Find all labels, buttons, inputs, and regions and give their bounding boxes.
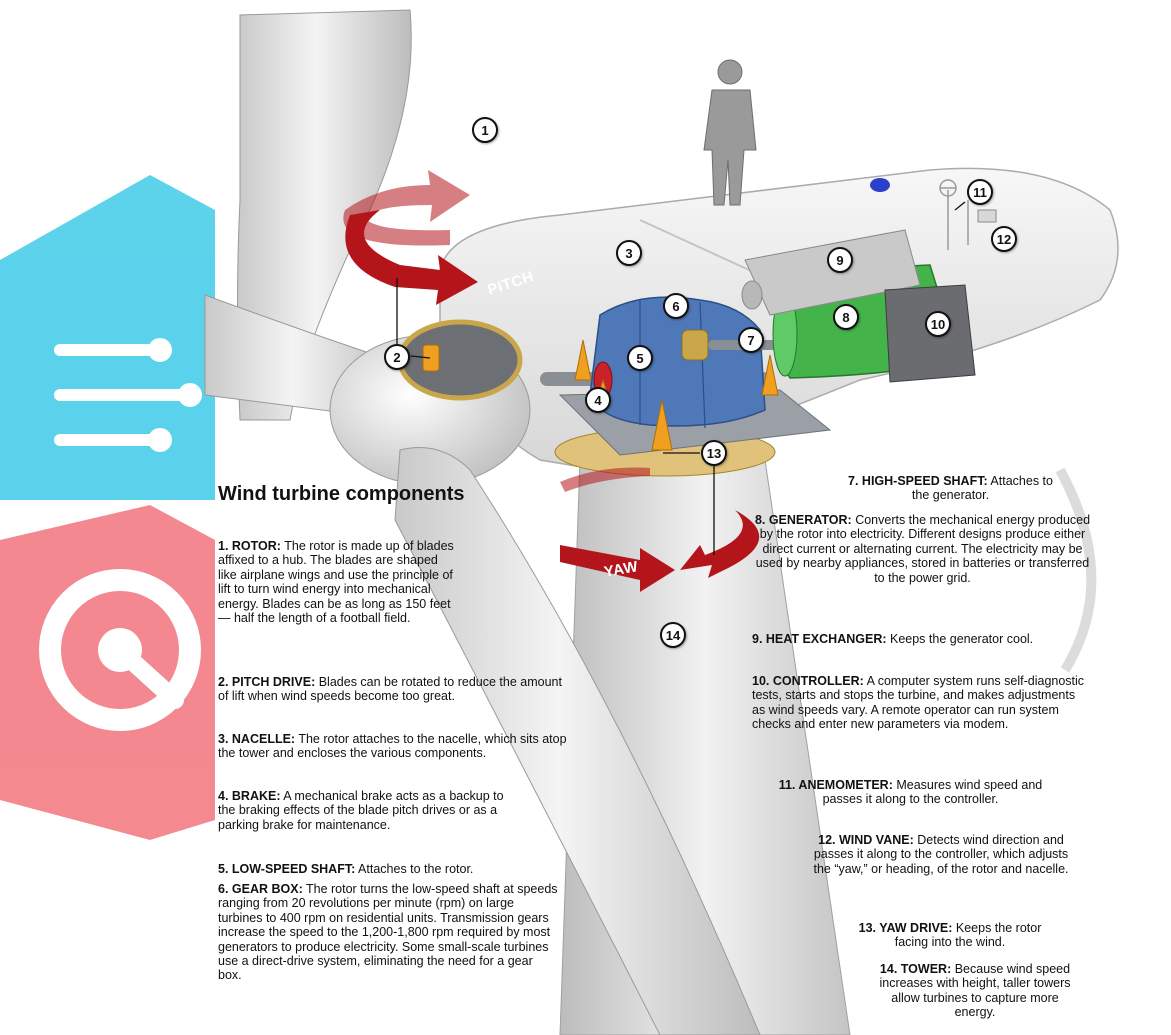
callout-8: 8 (833, 304, 859, 330)
component-description-11: 11. ANEMOMETER: Measures wind speed and … (778, 778, 1043, 807)
callout-4: 4 (585, 387, 611, 413)
diagram-title: Wind turbine components (218, 483, 465, 505)
component-text: Measures wind speed and passes it along … (822, 778, 1043, 807)
beacon-light-icon (870, 178, 890, 192)
component-name: 4. BRAKE: (218, 789, 281, 803)
component-description-8: 8. GENERATOR: Converts the mechanical en… (750, 513, 1095, 585)
lower-blade (394, 447, 761, 1035)
component-text: The rotor attaches to the nacelle, which… (218, 732, 567, 761)
component-text: The rotor is made up of blades affixed t… (218, 539, 454, 626)
callout-13: 13 (701, 440, 727, 466)
heat-exchanger (741, 229, 921, 316)
component-name: 11. ANEMOMETER: (778, 778, 893, 792)
callout-1: 1 (472, 117, 498, 143)
callout-5: 5 (627, 345, 653, 371)
leader-lines (396, 201, 966, 555)
component-name: 14. TOWER: (879, 962, 952, 976)
callout-3: 3 (616, 240, 642, 266)
component-text: Blades can be rotated to reduce the amou… (218, 675, 562, 704)
component-description-5: 5. LOW-SPEED SHAFT: Attaches to the roto… (218, 862, 578, 876)
component-description-13: 13. YAW DRIVE: Keeps the rotor facing in… (850, 921, 1050, 950)
component-text: Keeps the rotor facing into the wind. (894, 921, 1042, 950)
callout-12: 12 (991, 226, 1017, 252)
component-name: 9. HEAT EXCHANGER: (752, 632, 887, 646)
component-description-9: 9. HEAT EXCHANGER: Keeps the generator c… (752, 632, 1082, 646)
component-description-4: 4. BRAKE: A mechanical brake acts as a b… (218, 789, 518, 832)
component-text: Detects wind direction and passes it alo… (813, 833, 1069, 876)
component-name: 12. WIND VANE: (818, 833, 914, 847)
component-name: 2. PITCH DRIVE: (218, 675, 316, 689)
watermark-gear-icon (0, 505, 215, 840)
gearbox (589, 296, 766, 429)
pitch-bearing (397, 319, 523, 401)
pitch-drive-unit (422, 344, 440, 372)
callout-10: 10 (925, 311, 951, 337)
watermark-circuit-icon (0, 175, 215, 500)
component-text: Attaches to the rotor. (355, 862, 474, 876)
component-text: The rotor turns the low-speed shaft at s… (218, 882, 558, 983)
component-text: Attaches to the generator. (911, 474, 1053, 503)
component-name: 10. CONTROLLER: (752, 674, 864, 688)
component-description-2: 2. PITCH DRIVE: Blades can be rotated to… (218, 675, 563, 704)
component-description-7: 7. HIGH-SPEED SHAFT: Attaches to the gen… (838, 474, 1063, 503)
component-text: A computer system runs self-diagnostic t… (752, 674, 1085, 732)
component-name: 8. GENERATOR: (754, 513, 852, 527)
watermark-swoosh (1055, 467, 1097, 673)
component-description-10: 10. CONTROLLER: A computer system runs s… (752, 674, 1087, 732)
component-name: 6. GEAR BOX: (218, 882, 303, 896)
component-text: A mechanical brake acts as a backup to t… (218, 789, 504, 832)
component-name: 5. LOW-SPEED SHAFT: (218, 862, 356, 876)
component-description-14: 14. TOWER: Because wind speed increases … (870, 962, 1080, 1020)
curved-pitch-arrow-icon (343, 170, 478, 305)
component-name: 13. YAW DRIVE: (858, 921, 953, 935)
callout-7: 7 (738, 327, 764, 353)
component-text: Because wind speed increases with height… (879, 962, 1071, 1020)
callout-9: 9 (827, 247, 853, 273)
component-text: Keeps the generator cool. (886, 632, 1034, 646)
component-description-1: 1. ROTOR: The rotor is made up of blades… (218, 539, 458, 625)
component-name: 3. NACELLE: (218, 732, 296, 746)
component-name: 1. ROTOR: (218, 539, 281, 553)
curved-yaw-arrow-icon (560, 467, 760, 592)
callout-6: 6 (663, 293, 689, 319)
callout-11: 11 (967, 179, 993, 205)
component-name: 7. HIGH-SPEED SHAFT: (848, 474, 988, 488)
wind-vane-icon (967, 200, 997, 245)
callout-14: 14 (660, 622, 686, 648)
callout-2: 2 (384, 344, 410, 370)
worker-figure-icon (703, 59, 757, 206)
component-text: Converts the mechanical energy produced … (755, 513, 1091, 585)
anemometer-icon (939, 179, 957, 250)
high-speed-coupling (681, 329, 709, 361)
component-description-12: 12. WIND VANE: Detects wind direction an… (810, 833, 1072, 876)
component-description-6: 6. GEAR BOX: The rotor turns the low-spe… (218, 882, 558, 983)
component-description-3: 3. NACELLE: The rotor attaches to the na… (218, 732, 568, 761)
